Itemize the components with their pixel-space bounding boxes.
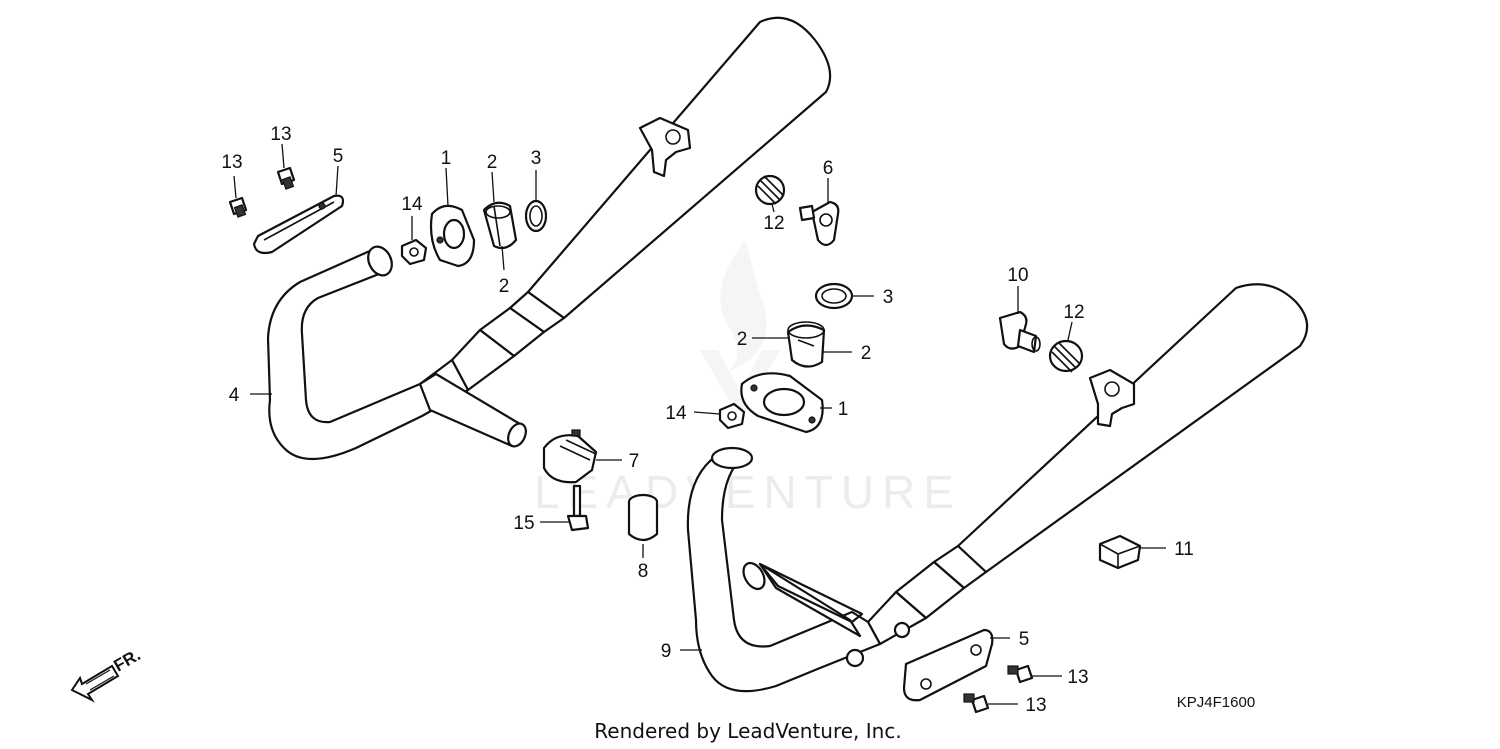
callout-13[interactable]: 13 [270, 124, 291, 145]
exhaust-clamp[interactable] [542, 429, 598, 484]
rubber-12-upper[interactable] [754, 174, 786, 206]
callout-1[interactable]: 1 [441, 148, 452, 169]
nut-14-upper[interactable] [400, 238, 428, 266]
callout-labels: 13 13 5 1 2 3 14 2 4 7 15 8 6 12 3 2 2 1… [221, 124, 1193, 716]
callout-11[interactable]: 11 [1174, 539, 1194, 560]
bracket-6[interactable] [798, 200, 840, 247]
bracket-10[interactable] [998, 310, 1041, 354]
callout-5[interactable]: 5 [1019, 629, 1030, 650]
joint-flange-upper[interactable] [429, 204, 476, 268]
leader-lines [233, 143, 1166, 705]
callout-2[interactable]: 2 [737, 329, 748, 350]
watermark-text: LEADVENTURE [534, 466, 962, 518]
bolt-13-upper-right[interactable] [276, 166, 296, 190]
callout-4[interactable]: 4 [229, 385, 240, 406]
callout-3[interactable]: 3 [531, 148, 542, 169]
nut-14-middle[interactable] [718, 402, 746, 430]
callout-13[interactable]: 13 [1067, 667, 1088, 688]
callout-3[interactable]: 3 [883, 287, 894, 308]
callout-2[interactable]: 2 [499, 276, 510, 297]
sleeve-8[interactable] [627, 493, 659, 542]
callout-14[interactable]: 14 [401, 194, 423, 215]
callout-13[interactable]: 13 [1025, 695, 1046, 716]
front-direction-indicator: FR. [70, 645, 144, 703]
joint-flange-middle[interactable] [740, 372, 824, 434]
bolt-13-lower-left[interactable] [963, 693, 990, 714]
collet-upper[interactable] [482, 201, 518, 250]
rendered-by-footer: Rendered by LeadVenture, Inc. [594, 719, 901, 743]
callout-7[interactable]: 7 [629, 451, 640, 472]
callout-2[interactable]: 2 [861, 343, 872, 364]
callout-12[interactable]: 12 [1063, 302, 1084, 323]
callout-2[interactable]: 2 [487, 152, 498, 173]
callout-8[interactable]: 8 [638, 561, 649, 582]
bolt-15[interactable] [566, 484, 590, 532]
right-muffler-assembly[interactable] [686, 283, 1309, 693]
collet-middle[interactable] [786, 321, 826, 368]
watermark-flame-logo [700, 240, 780, 420]
gasket-middle[interactable] [814, 282, 854, 310]
diagram-code: KPJ4F1600 [1177, 694, 1255, 711]
callout-12[interactable]: 12 [763, 213, 784, 234]
cap-11[interactable] [1098, 534, 1142, 570]
gasket-upper[interactable] [524, 199, 548, 233]
callout-14[interactable]: 14 [665, 403, 687, 424]
rubber-12-lower[interactable] [1048, 339, 1084, 373]
bolt-13-lower-right[interactable] [1007, 664, 1034, 684]
callout-5[interactable]: 5 [333, 146, 344, 167]
callout-6[interactable]: 6 [823, 158, 834, 179]
callout-1[interactable]: 1 [838, 399, 849, 420]
heat-protector-upper[interactable] [252, 194, 345, 255]
front-arrow-icon [70, 664, 120, 703]
callout-9[interactable]: 9 [661, 641, 672, 662]
bolt-13-upper-left[interactable] [228, 196, 248, 218]
left-muffler-assembly[interactable] [266, 16, 832, 461]
callout-15[interactable]: 15 [513, 513, 534, 534]
callout-10[interactable]: 10 [1007, 265, 1028, 286]
heat-protector-lower[interactable] [902, 628, 994, 702]
callout-13[interactable]: 13 [221, 152, 242, 173]
watermark: LEADVENTURE [534, 240, 962, 518]
